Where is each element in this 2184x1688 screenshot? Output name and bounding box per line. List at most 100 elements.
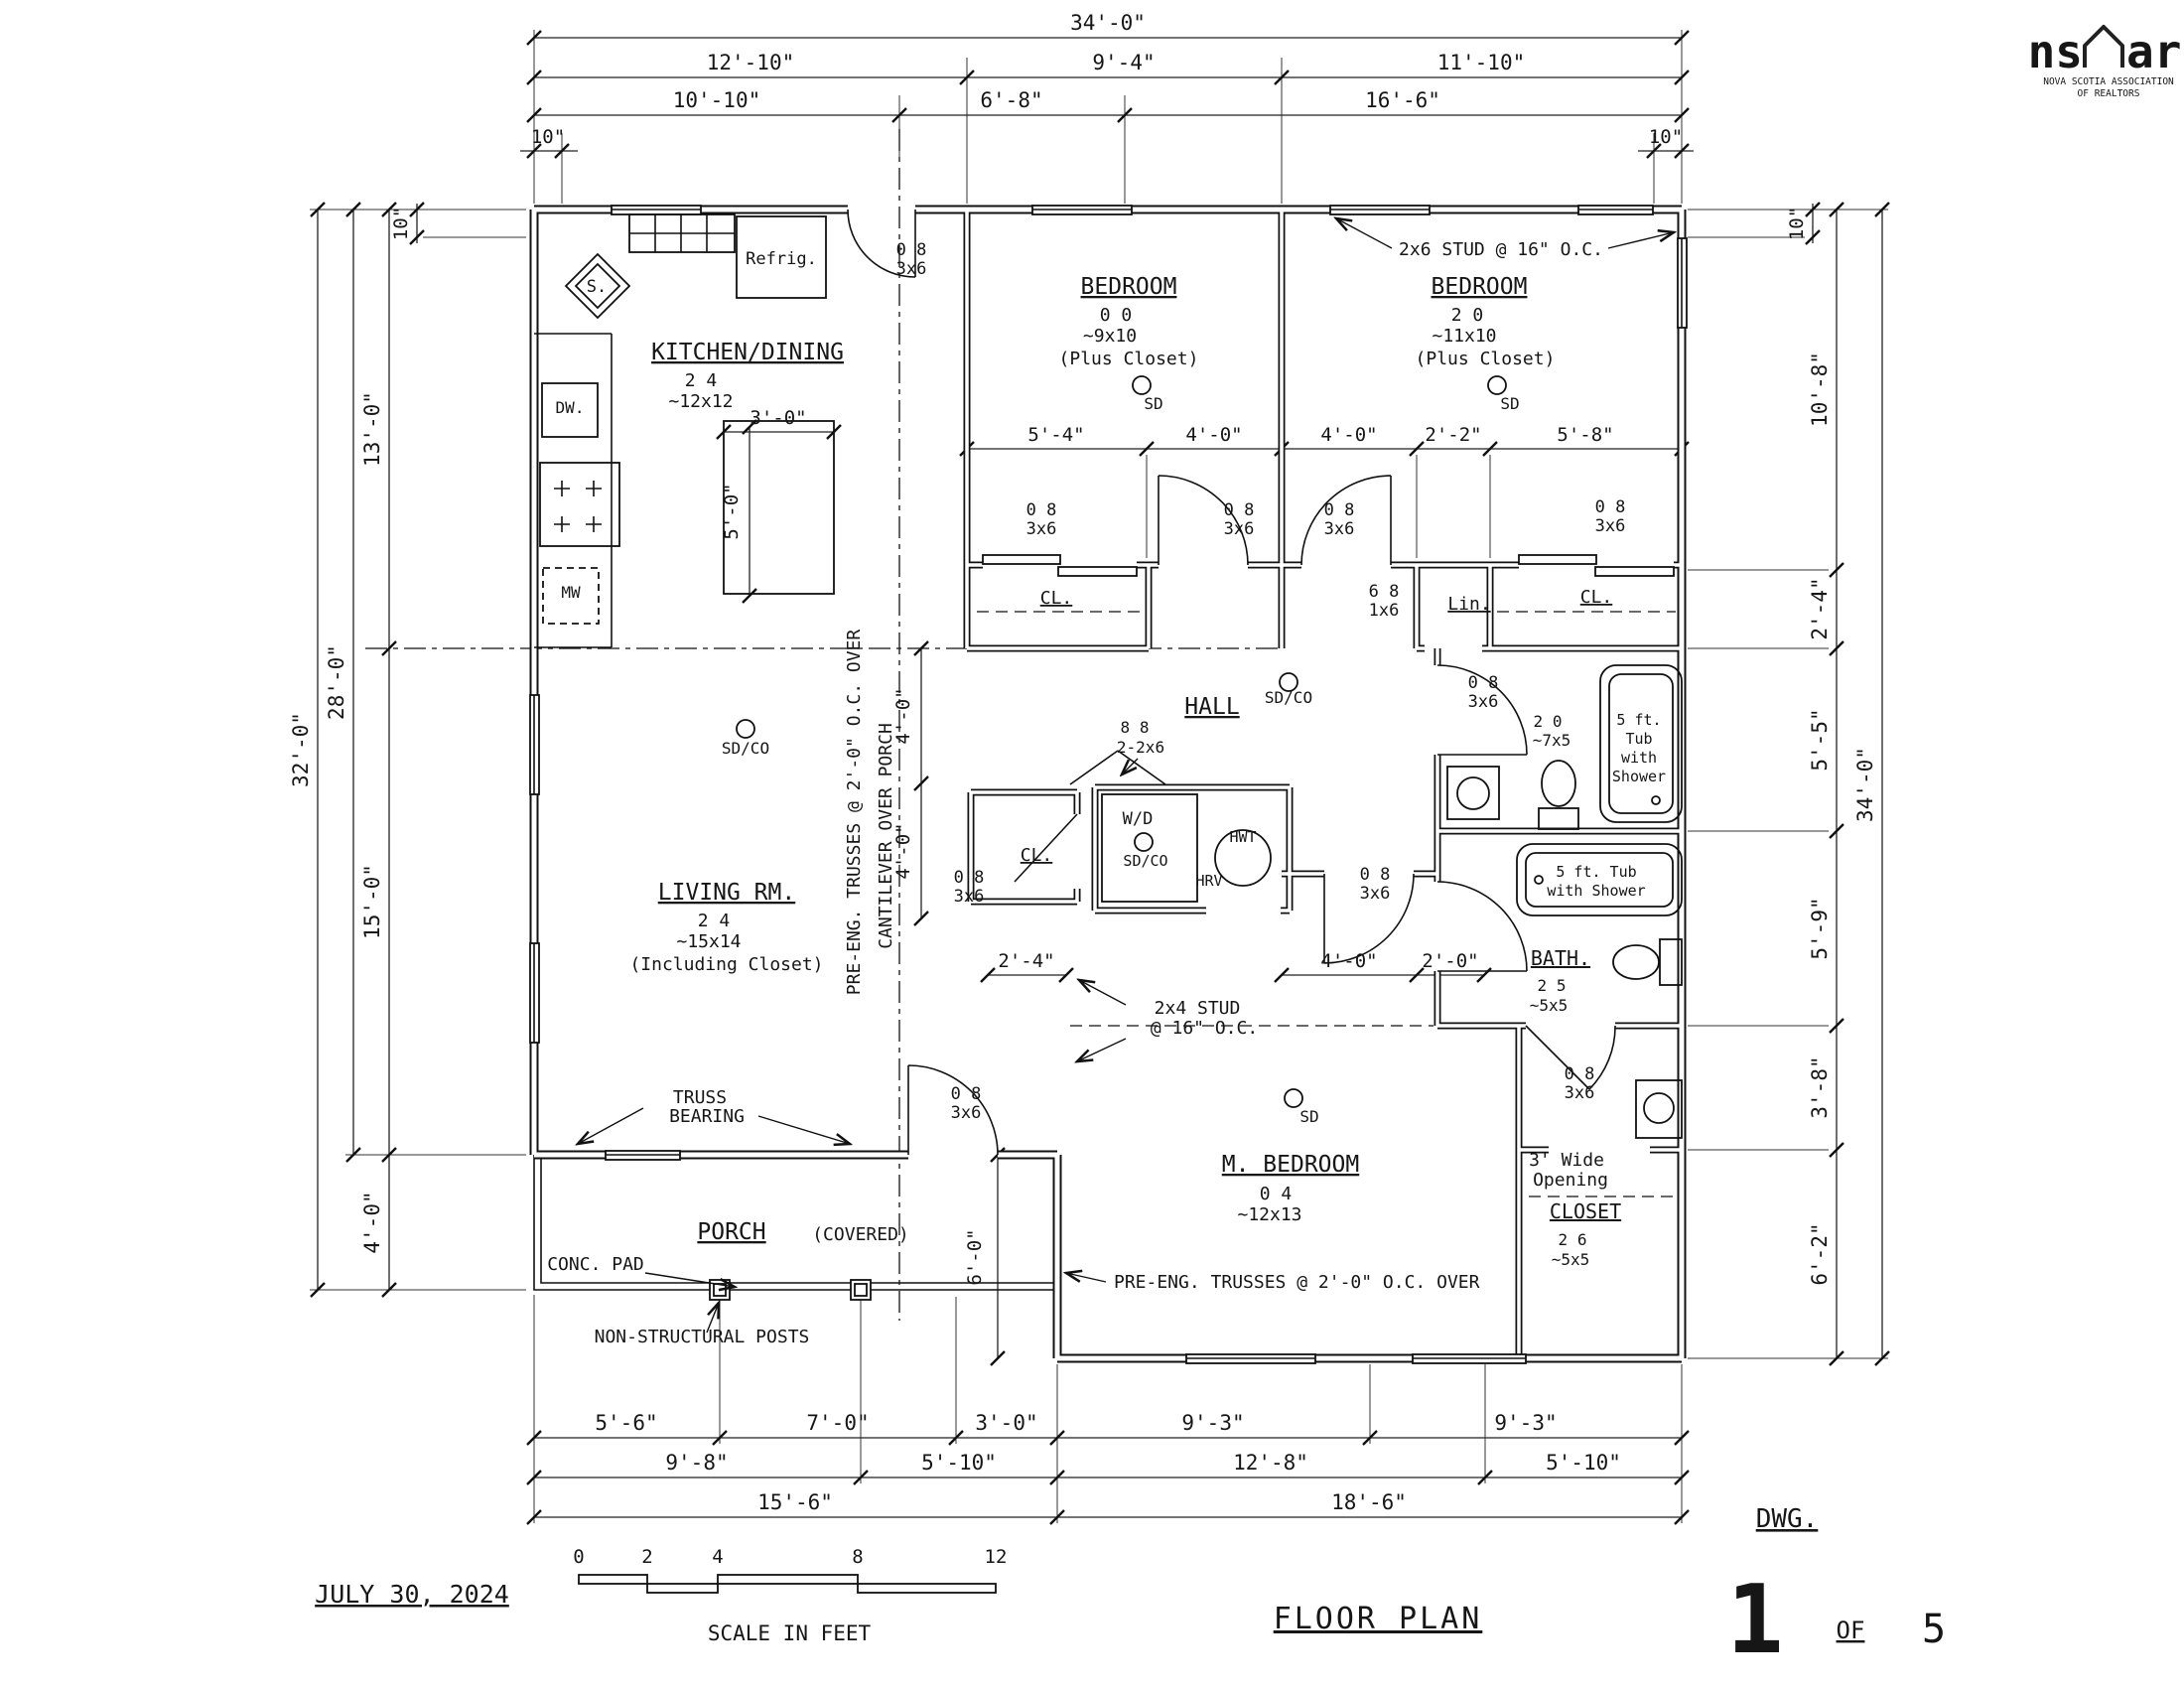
dim-bottom: 12'-8"	[1233, 1451, 1308, 1475]
room-master-inches: 0 4	[1260, 1184, 1293, 1204]
room-closet-title: CLOSET	[1550, 1199, 1621, 1223]
label-hrv: HRV	[1195, 872, 1222, 890]
smoke-detector-icon	[1487, 375, 1507, 395]
plan-date: JULY 30, 2024	[315, 1580, 509, 1609]
door-size-label: 0 8	[1360, 865, 1391, 885]
corner-sink	[564, 252, 631, 320]
room-bedroom2-note: (Plus Closet)	[1416, 349, 1556, 369]
label-refrigerator: Refrig.	[746, 249, 817, 269]
scale-tick-label: 0	[573, 1546, 584, 1568]
dim-bottom: 9'-3"	[1181, 1411, 1244, 1435]
room-kitchen-title: KITCHEN/DINING	[651, 340, 844, 365]
exterior-walls-core	[531, 207, 1685, 1361]
dishwasher	[541, 382, 599, 438]
label-smoke-co-detector: SD/CO	[722, 739, 769, 758]
room-living-note: (Including Closet)	[629, 954, 823, 975]
label-smoke-co-detector: SD/CO	[1265, 688, 1312, 707]
note-wide-opening: 3' Wide	[1529, 1150, 1604, 1171]
dim-right-overall: 34'-0"	[1853, 747, 1877, 822]
room-kitchen-size: ~12x12	[668, 391, 733, 412]
door-size-label: 3x6	[1468, 692, 1499, 712]
dim-top: 16'-6"	[1365, 88, 1440, 112]
label-tub1: with	[1621, 749, 1657, 767]
tub-drain	[1651, 795, 1661, 805]
dim-hall: 4'-0"	[892, 822, 914, 879]
scale-bar: 0 2 4 8 12 SCALE IN FEET	[573, 1546, 1007, 1645]
label-smoke-detector: SD	[1144, 394, 1162, 413]
scale-tick-label: 2	[641, 1546, 652, 1568]
dim-hall: 2'-0"	[1422, 950, 1478, 972]
dim-right: 6'-2"	[1808, 1222, 1832, 1285]
porch-post	[850, 1279, 872, 1301]
tub-vertical-inner	[1608, 673, 1674, 814]
sheet-number: 1	[1726, 1566, 1783, 1675]
door-size-label: 0 8	[1026, 500, 1057, 520]
note-trusses-vert: PRE-ENG. TRUSSES @ 2'-0" O.C. OVER	[844, 630, 865, 996]
dim-bottom: 5'-10"	[1546, 1451, 1621, 1475]
closet-sliders	[977, 554, 1676, 1197]
label-washer-dryer: W/D	[1123, 809, 1154, 829]
dim-left: 32'-0"	[289, 712, 313, 787]
leader	[1336, 218, 1393, 249]
dimension-ticks	[310, 30, 1890, 1525]
room-bath-size: ~5x5	[1530, 996, 1569, 1015]
dim-right: 3'-8"	[1808, 1055, 1832, 1118]
toilet-bowl	[1612, 944, 1660, 980]
stove-burners	[554, 481, 602, 532]
label-tub1: Shower	[1612, 768, 1666, 785]
label-tub1: 5 ft.	[1616, 711, 1661, 729]
tub-drain	[1534, 875, 1544, 885]
leader	[1607, 232, 1674, 249]
scale-bar-segment	[646, 1583, 719, 1594]
dimension-lines	[317, 37, 1883, 1518]
dim-left: 28'-0"	[325, 644, 348, 720]
scale-bar-segment	[857, 1583, 997, 1594]
dim-bottom: 9'-8"	[665, 1451, 728, 1475]
label-tub2: with Shower	[1547, 882, 1645, 900]
dim-closet-row: 5'-8"	[1557, 424, 1613, 446]
room-master-size: ~12x13	[1237, 1204, 1301, 1225]
leader	[706, 1303, 719, 1334]
room-bedroom1-note: (Plus Closet)	[1059, 349, 1199, 369]
door-size-label: 3x6	[951, 1103, 982, 1123]
toilet-tank	[1659, 938, 1683, 986]
tub-horizontal	[1516, 843, 1683, 916]
label-closet: CL.	[1580, 587, 1613, 608]
closet-rod-lines	[977, 611, 1676, 1197]
dim-hall: 2'-4"	[998, 950, 1054, 972]
room-bedroom1-size: ~9x10	[1083, 326, 1137, 347]
sliding-door	[982, 554, 1061, 565]
porch-post	[854, 1283, 868, 1297]
leader	[578, 1107, 644, 1144]
dim-bottom: 7'-0"	[806, 1411, 869, 1435]
kitchen-island	[723, 420, 835, 595]
dim-top: 10"	[531, 126, 565, 148]
vanity	[1446, 766, 1500, 820]
sliding-door	[1594, 566, 1675, 577]
door-size-label: 3x6	[1565, 1083, 1595, 1103]
window-size-label: 2 0	[1534, 712, 1563, 731]
dim-right: 5'-5"	[1808, 708, 1832, 771]
room-bath-inches: 2 5	[1538, 976, 1567, 995]
door-size-label: 0 8	[1224, 500, 1255, 520]
washer-dryer-unit	[1101, 793, 1198, 903]
dim-bottom: 15'-6"	[757, 1490, 833, 1514]
door-size-label: 6 8	[1369, 582, 1400, 602]
dim-hall: 4'-0"	[1320, 950, 1377, 972]
dim-closet-row: 4'-0"	[1320, 424, 1377, 446]
detector-symbols	[736, 375, 1507, 1108]
dim-top: 12'-10"	[707, 51, 795, 74]
scale-bar-segment	[578, 1574, 648, 1585]
dim-top: 10"	[1649, 126, 1683, 148]
door-size-label: 0 8	[951, 1084, 982, 1104]
room-living-size: ~15x14	[676, 931, 741, 952]
room-closet-inches: 2 6	[1559, 1230, 1587, 1249]
counter-edge	[534, 333, 613, 648]
note-stud-2x4: @ 16" O.C.	[1151, 1018, 1258, 1039]
door-size-label: 3x6	[954, 887, 985, 907]
sliding-door	[1057, 566, 1138, 577]
room-bedroom2-inches: 2 0	[1451, 305, 1484, 326]
door-size-label: 3x6	[896, 259, 927, 279]
label-tub1: Tub	[1625, 730, 1652, 748]
